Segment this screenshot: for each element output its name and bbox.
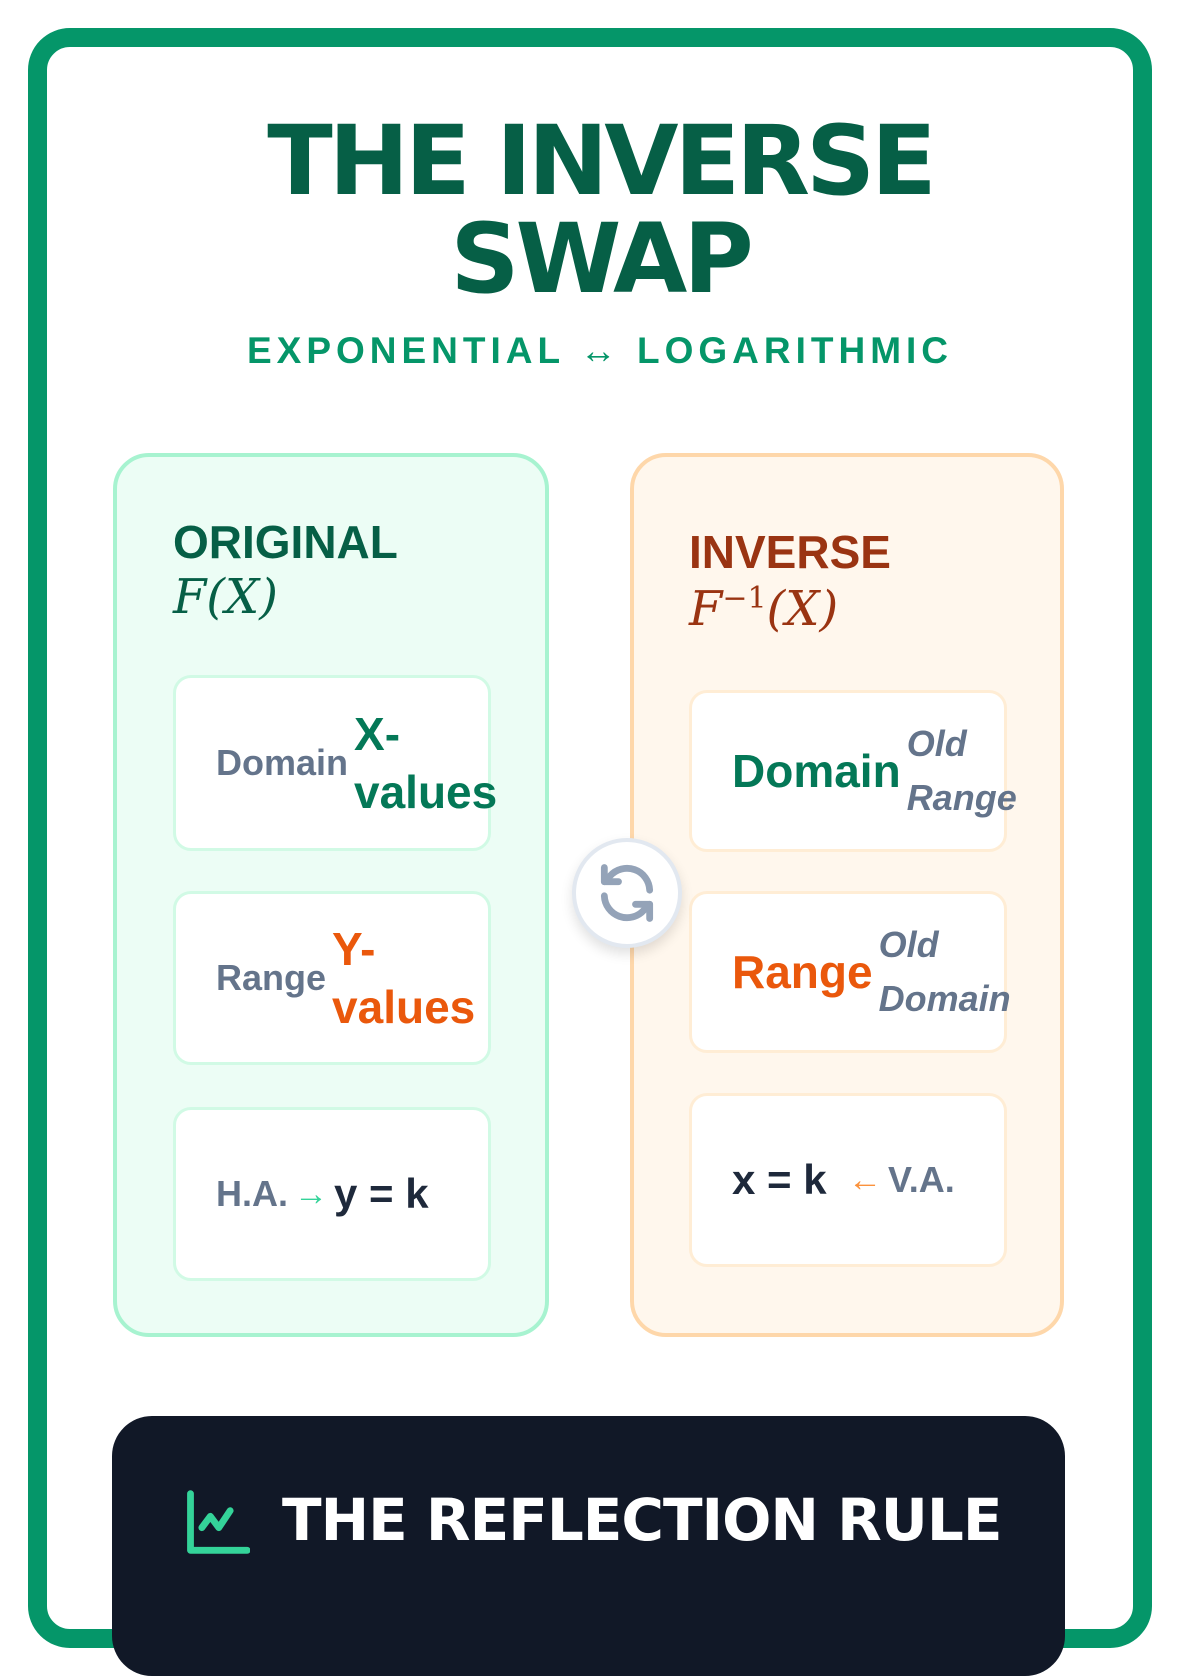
va-label: V.A. <box>888 1159 955 1200</box>
inverse-domain-card: Domain Old Range <box>689 690 1017 852</box>
reflection-rule-title: THE REFLECTION RULE <box>282 1486 1002 1554</box>
range-label: Range <box>216 957 327 998</box>
arrow-right-icon: → <box>294 1174 328 1213</box>
inverse-range-label: Range <box>732 946 873 998</box>
inverse-domain-label: Domain <box>732 745 901 797</box>
ha-value: y = k <box>334 1170 429 1217</box>
inverse-panel: INVERSE F−1(X) Domain Old Range Range Ol… <box>630 453 1064 1337</box>
va-value: x = k <box>732 1156 827 1203</box>
range-card: Range Y-values <box>173 891 491 1065</box>
original-panel: ORIGINAL F(X) Domain X-values Range Y-va… <box>113 453 549 1337</box>
inverse-heading: INVERSE <box>689 526 891 578</box>
inverse-range-card: Range Old Domain <box>689 891 1011 1053</box>
inverse-function: F−1(X) <box>689 581 839 637</box>
ha-label: H.A. <box>216 1173 288 1214</box>
old-range-note: Old Range <box>906 723 1017 818</box>
inverse-asymptote-card: x = k ← V.A. <box>689 1093 1007 1267</box>
chart-line-icon <box>187 1490 250 1554</box>
subtitle: EXPONENTIAL ↔ LOGARITHMIC <box>246 330 954 371</box>
swap-icon <box>572 838 682 948</box>
domain-card: Domain X-values <box>173 675 497 851</box>
original-heading: ORIGINAL <box>173 516 398 568</box>
domain-value: X-values <box>354 708 498 818</box>
reflection-rule-box: THE REFLECTION RULE <box>112 1416 1065 1676</box>
asymptote-card: H.A. → y = k <box>173 1107 491 1281</box>
old-domain-note: Old Domain <box>878 924 1011 1019</box>
range-value: Y-values <box>332 923 476 1033</box>
original-function: F(X) <box>173 569 278 625</box>
domain-label: Domain <box>216 742 349 783</box>
arrow-left-icon: ← <box>848 1160 882 1199</box>
